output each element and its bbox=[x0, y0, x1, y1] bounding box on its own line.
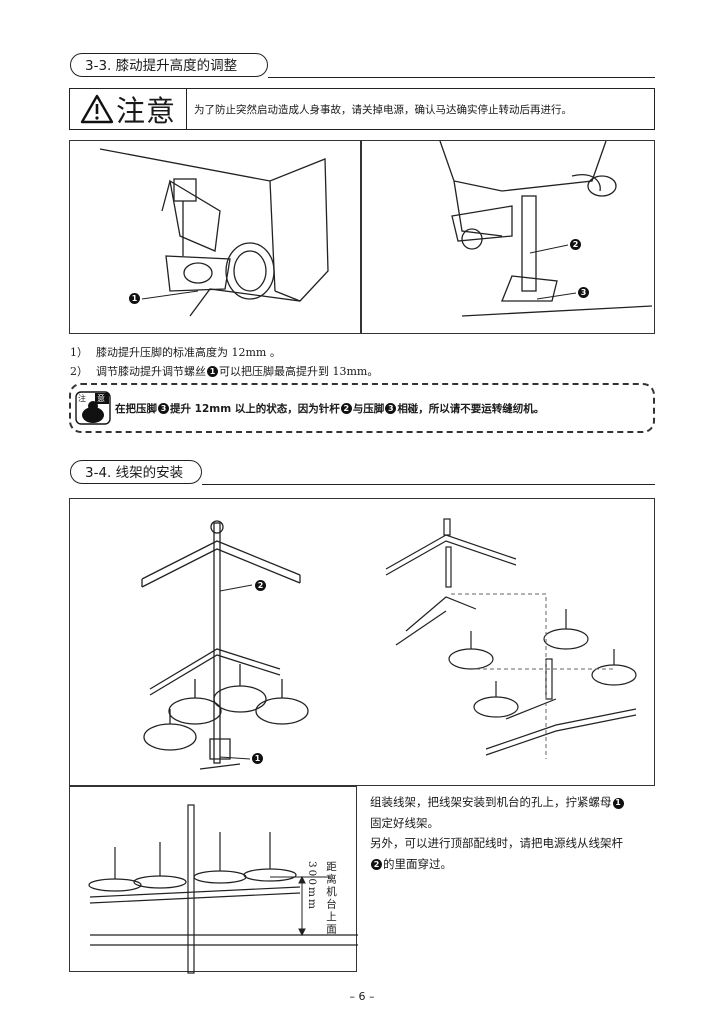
callout-leader-2 bbox=[219, 584, 253, 592]
caution-hand-icon bbox=[75, 391, 111, 425]
callout-leader-2 bbox=[529, 244, 569, 254]
callout-1: 1 bbox=[129, 293, 140, 304]
para-num-2: 2 bbox=[371, 859, 382, 871]
illustration-knee-lifter: 1 bbox=[69, 140, 361, 334]
step-text: 膝动提升压脚的标准高度为 12mm 。 bbox=[96, 346, 281, 359]
para-line: 固定好线架。 bbox=[370, 815, 439, 830]
dimension-label-300mm: 300mm bbox=[306, 861, 318, 911]
illustration-thread-stand: 2 1 bbox=[69, 498, 655, 786]
illustration-needle-bar: 2 3 bbox=[361, 140, 655, 334]
para-text: 组装线架，把线架安装到机台的孔上，拧紧螺母 bbox=[370, 795, 612, 809]
warning-box: 注意 为了防止突然启动造成人身事故，请关掉电源，确认马达确实停止转动后再进行。 bbox=[69, 88, 655, 130]
thread-stand-exploded-drawing bbox=[385, 518, 637, 759]
step-index: 1） bbox=[70, 346, 88, 359]
step-text: 调节膝动提升调节螺丝 bbox=[96, 365, 206, 378]
dimension-label-distance: 距离机台上面 bbox=[325, 861, 337, 936]
callout-leader-1 bbox=[219, 756, 251, 760]
warning-triangle-icon bbox=[80, 94, 114, 124]
height-diagram-drawing bbox=[88, 804, 358, 974]
page-number: – 6 – bbox=[349, 990, 375, 1003]
warning-word: 注意 bbox=[115, 94, 176, 128]
caution-seg: 与压脚 bbox=[352, 402, 385, 415]
callout-2: 2 bbox=[255, 580, 266, 591]
step-text-cont: 可以把压脚最高提升到 13mm。 bbox=[219, 365, 379, 378]
section-title-text: 3-3. 膝动提升高度的调整 bbox=[85, 58, 238, 74]
section-rule bbox=[268, 77, 655, 78]
section-rule bbox=[202, 484, 655, 485]
callout-1: 1 bbox=[252, 753, 263, 764]
section-title-text: 3-4. 线架的安装 bbox=[85, 465, 184, 481]
callout-leader-1 bbox=[141, 290, 199, 300]
caution-seg: 相碰，所以请不要运转缝纫机。 bbox=[397, 402, 545, 415]
callout-2: 2 bbox=[570, 239, 581, 250]
para-num-1: 1 bbox=[612, 797, 624, 809]
caution-num-3: 3 bbox=[158, 402, 169, 414]
step-number-badge: 1 bbox=[207, 366, 218, 377]
needle-bar-drawing bbox=[439, 140, 653, 317]
warning-text: 为了防止突然启动造成人身事故，请关掉电源，确认马达确实停止转动后再进行。 bbox=[194, 103, 572, 116]
caution-badge-label-left: 注 bbox=[78, 394, 86, 403]
caution-seg: 在把压脚 bbox=[115, 402, 157, 415]
callout-3: 3 bbox=[578, 287, 589, 298]
step-1: 1） 膝动提升压脚的标准高度为 12mm 。 bbox=[70, 344, 281, 360]
step-index: 2） bbox=[70, 365, 88, 378]
illustration-height-diagram: 300mm 距离机台上面 bbox=[69, 786, 358, 974]
warning-header: 注意 bbox=[70, 89, 187, 129]
para-text: 的里面穿过。 bbox=[383, 856, 452, 871]
para-line: 另外，可以进行顶部配线时，请把电源线从线架杆 bbox=[370, 836, 623, 850]
section-title-3-4: 3-4. 线架的安装 bbox=[70, 460, 202, 484]
caution-num-2: 2 bbox=[340, 402, 352, 414]
knee-lifter-drawing bbox=[99, 148, 329, 317]
caution-num-3b: 3 bbox=[385, 402, 397, 414]
thread-stand-assembled-drawing bbox=[141, 520, 309, 770]
caution-seg: 提升 12mm 以上的状态，因为针杆 bbox=[170, 402, 340, 415]
caution-badge-label-right: 意 bbox=[97, 394, 105, 403]
section-title-3-3: 3-3. 膝动提升高度的调整 bbox=[70, 53, 268, 77]
callout-leader-3 bbox=[536, 292, 577, 300]
